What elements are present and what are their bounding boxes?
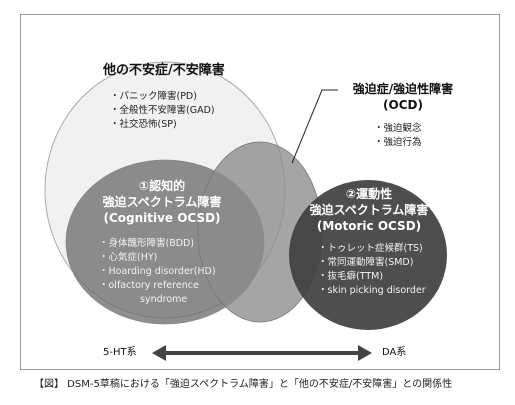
anxiety-title: 他の不安症/不安障害 (103, 63, 225, 78)
ocd-item-obsessions: ・強迫観念 (374, 123, 422, 134)
motoric-item-smd: ・常同運動障害(SMD) (318, 257, 414, 268)
motoric-item-skin-picking: ・skin picking disorder (318, 285, 426, 296)
axis-label-5ht: 5-HT系 (103, 347, 137, 358)
cognitive-item-ors: ・olfactory reference (99, 280, 199, 291)
ocd-title: 強迫症/強迫性障害 (352, 82, 454, 96)
figure-caption: 【図】 DSM-5草稿における「強迫スペクトラム障害」と「他の不安症/不安障害」… (34, 379, 453, 390)
anxiety-item-sp: ・社交恐怖(SP) (110, 119, 177, 130)
motoric-item-ts: ・トゥレット症候群(TS) (318, 243, 423, 254)
cognitive-item-ors-cont: syndrome (140, 294, 188, 305)
axis-label-da: DA系 (382, 347, 407, 358)
cognitive-title: 強迫スペクトラム障害 (102, 195, 222, 209)
motoric-ocsd-circle (289, 180, 447, 330)
axis-arrow-right-head (358, 345, 372, 361)
cognitive-item-hd: ・Hoarding disorder(HD) (99, 266, 216, 277)
ocd-callout-line (291, 89, 338, 164)
anxiety-item-pd: ・パニック障害(PD) (110, 91, 197, 102)
cognitive-abbrev: (Cognitive OCSD) (103, 211, 221, 225)
axis-arrow-left-head (152, 345, 166, 361)
anxiety-item-gad: ・全般性不安障害(GAD) (110, 105, 215, 116)
ocd-item-compulsions: ・強迫行為 (374, 137, 422, 148)
motoric-title: 強迫スペクトラム障害 (309, 203, 429, 217)
cognitive-number-label: ①認知的 (138, 179, 186, 193)
cognitive-item-hy: ・心気症(HY) (99, 252, 158, 263)
motoric-item-ttm: ・抜毛癖(TTM) (318, 271, 384, 282)
motoric-number-label: ②運動性 (345, 187, 393, 201)
motoric-abbrev: (Motoric OCSD) (316, 219, 422, 233)
ocd-abbrev: (OCD) (383, 98, 423, 112)
cognitive-item-bdd: ・身体醜形障害(BDD) (99, 238, 195, 249)
